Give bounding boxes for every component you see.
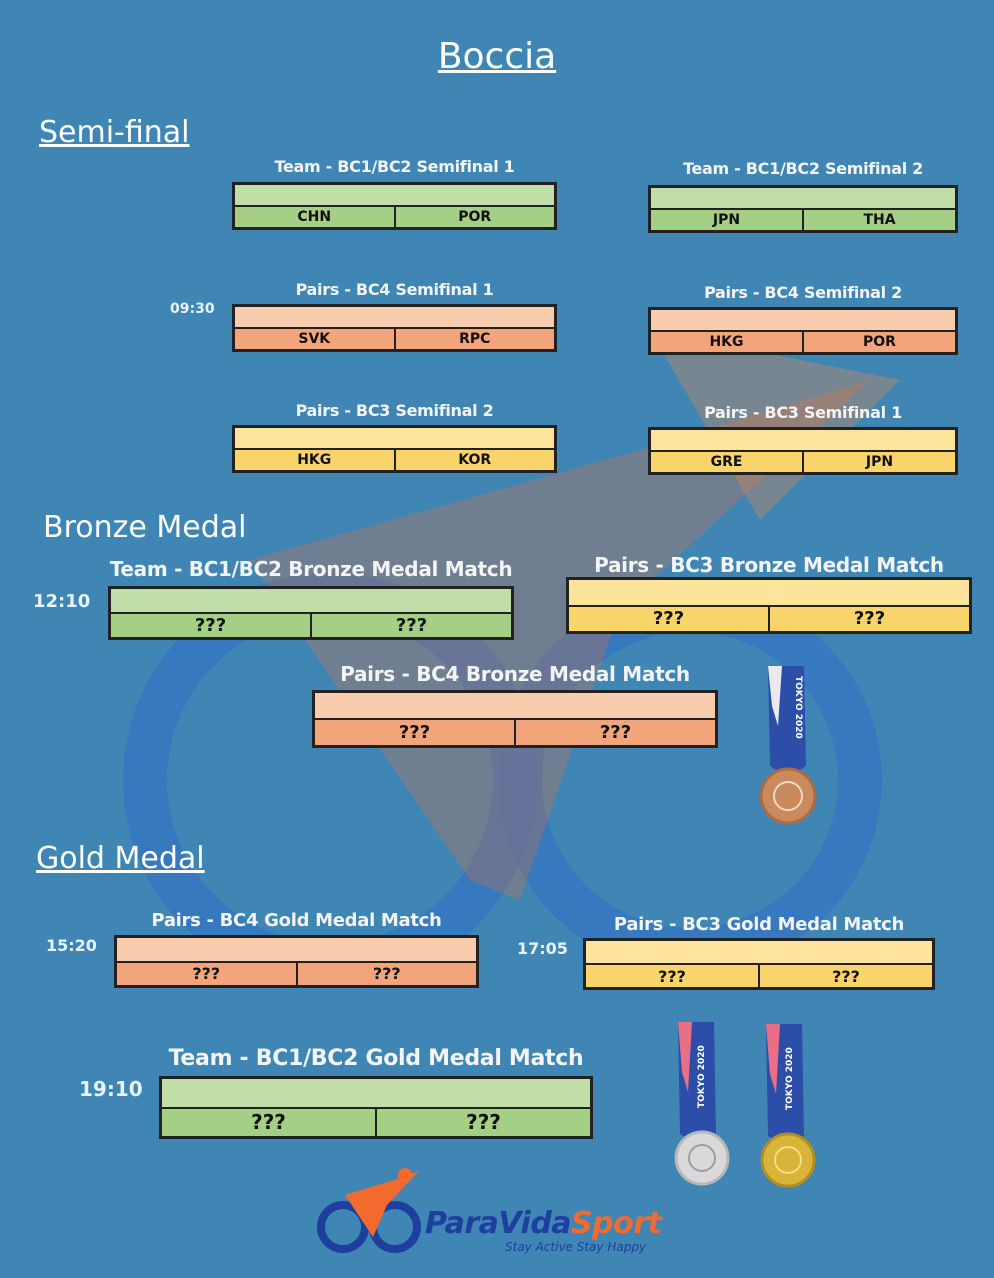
match-title: Pairs - BC3 Bronze Medal Match [594, 553, 944, 577]
team-right: ??? [853, 608, 886, 630]
gold-bc4-time: 15:20 [46, 936, 97, 955]
section-title-gold: Gold Medal [36, 841, 205, 876]
match-box-bc4-gold: ??? ??? [114, 935, 479, 988]
match-title: Pairs - BC4 Bronze Medal Match [340, 662, 690, 686]
team-left: SVK [235, 329, 396, 349]
team-left: HKG [651, 332, 804, 352]
match-box-bc3-bronze: ??? ??? [566, 577, 972, 634]
team-right: ??? [832, 966, 860, 986]
ribbon-text: TOKYO 2020 [785, 1047, 795, 1110]
match-title: Pairs - BC4 Semifinal 2 [704, 283, 902, 302]
match-box-team-bronze: ??? ??? [108, 586, 514, 640]
team-left: ??? [569, 606, 770, 631]
match-title: Pairs - BC3 Gold Medal Match [613, 914, 905, 935]
match-title: Team - BC1/BC2 Semifinal 2 [683, 159, 923, 178]
team-left: HKG [235, 450, 396, 470]
team-left: ??? [586, 965, 760, 987]
match-box-bc3-gold: ??? ??? [583, 938, 935, 990]
team-right: POR [458, 209, 492, 225]
team-right: ??? [395, 615, 428, 636]
match-box-bc4-bronze: ??? ??? [312, 690, 718, 748]
match-box-team-gold: ??? ??? [159, 1076, 593, 1139]
team-left: ??? [162, 1108, 377, 1136]
match-title: Team - BC1/BC2 Bronze Medal Match [109, 557, 513, 581]
match-title: Pairs - BC4 Semifinal 1 [295, 280, 494, 299]
logo-brand-part1: ParaVida [425, 1206, 572, 1241]
match-title: Pairs - BC4 Gold Medal Match [151, 910, 442, 931]
team-left: ??? [315, 720, 516, 745]
bronze-medal-icon: TOKYO 2020 [759, 666, 817, 825]
match-title: Team - BC1/BC2 Gold Medal Match [168, 1046, 584, 1071]
team-right: THA [863, 212, 896, 228]
match-box-bc3-sf2: HKG KOR [232, 425, 557, 473]
logo-brand-part2: Sport [571, 1206, 662, 1241]
team-right: ??? [466, 1110, 501, 1135]
paravida-logo-icon [317, 1168, 421, 1253]
match-box-team-sf2: JPN THA [648, 185, 958, 233]
team-right: ??? [599, 722, 632, 743]
team-right: POR [863, 334, 896, 350]
ribbon-text: TOKYO 2020 [697, 1045, 707, 1108]
team-right: KOR [458, 452, 492, 468]
match-box-bc4-sf1: SVK RPC [232, 304, 557, 352]
team-right: RPC [459, 331, 491, 347]
gold-team-time: 19:10 [79, 1077, 143, 1101]
team-left: ??? [117, 962, 298, 985]
team-left: GRE [651, 452, 804, 472]
ribbon-text: TOKYO 2020 [793, 676, 803, 739]
silver-medal-icon: TOKYO 2020 [674, 1022, 730, 1186]
logo-brand: ParaVidaSport [425, 1206, 662, 1241]
team-left: JPN [651, 210, 804, 230]
section-title-bronze: Bronze Medal [43, 510, 247, 545]
match-box-bc4-sf2: HKG POR [648, 307, 958, 355]
match-box-team-sf1: CHN POR [232, 182, 557, 230]
team-right: JPN [865, 454, 894, 470]
match-box-bc3-sf1: GRE JPN [648, 427, 958, 475]
team-left: ??? [111, 614, 312, 637]
gold-medal-icon: TOKYO 2020 [760, 1024, 816, 1188]
match-title: Pairs - BC3 Semifinal 1 [704, 403, 902, 422]
semifinal-time: 09:30 [170, 301, 215, 317]
section-title-semifinal: Semi-final [39, 115, 190, 150]
team-left: CHN [235, 207, 396, 227]
team-right: ??? [372, 964, 401, 984]
gold-bc3-time: 17:05 [517, 939, 568, 958]
match-title: Team - BC1/BC2 Semifinal 1 [274, 157, 515, 176]
match-title: Pairs - BC3 Semifinal 2 [295, 401, 494, 420]
logo-tagline: Stay Active Stay Happy [505, 1240, 647, 1254]
bronze-time: 12:10 [33, 591, 91, 612]
page-title: Boccia [437, 36, 557, 77]
